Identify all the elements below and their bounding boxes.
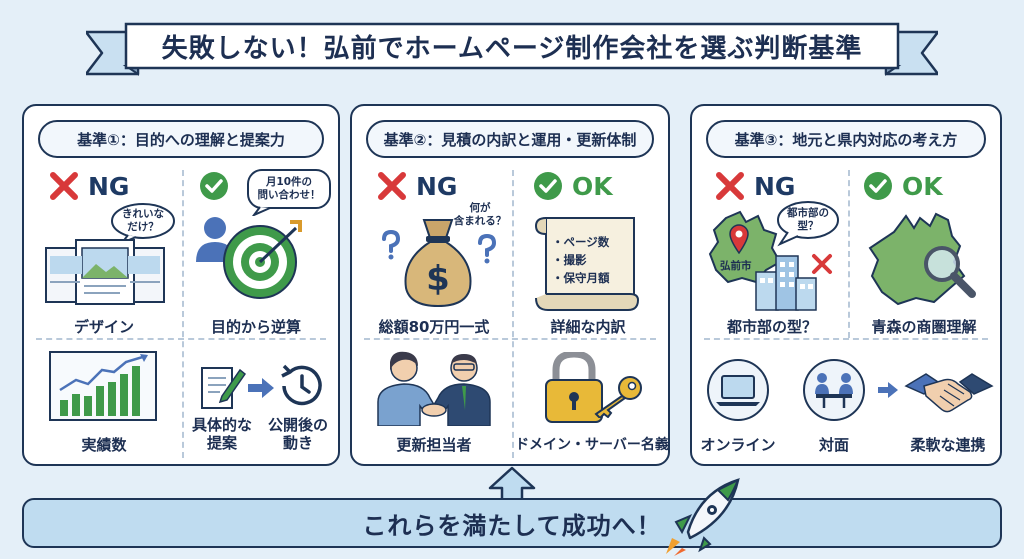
pencil-document-icon — [201, 367, 246, 409]
ng-label: NG — [416, 171, 458, 201]
ok-label: OK — [902, 171, 943, 201]
bottom-right-caption: 柔軟な連携 — [910, 436, 986, 454]
criterion-panel-3: 基準③：地元と県内対応の考え方 NG 弘前市 都市部の 型？ 都市部の型？ OK — [690, 104, 1002, 466]
panel-divider — [704, 338, 988, 340]
bottom-left-caption: オンライン — [700, 436, 776, 454]
check-circle-icon — [534, 172, 562, 200]
arrow-right-icon — [248, 378, 274, 398]
ng-bubble-text: きれいな だけ？ — [122, 208, 164, 233]
arrow-right-icon — [878, 382, 898, 398]
bottom-mid-caption: 具体的な 提案 — [191, 416, 252, 452]
x-mark-icon — [50, 172, 78, 200]
x-mark-icon — [716, 172, 744, 200]
criterion-panel-2: 基準②：見積の内訳と運用・更新体制 NG 何が 含まれる？ $ 総額80万円一式… — [350, 104, 670, 466]
ng-mark: NG — [376, 170, 457, 202]
meeting-table-icon — [803, 359, 865, 421]
scroll-icon — [534, 217, 640, 311]
key-icon — [594, 376, 642, 418]
ng-label: NG — [754, 171, 796, 201]
ng-bubble-text: 都市部の 型？ — [787, 207, 829, 232]
svg-text:$: $ — [426, 259, 450, 299]
page-title: 失敗しない！弘前でホームページ制作会社を選ぶ判断基準 — [161, 33, 863, 64]
aomori-map-icon — [708, 210, 782, 284]
up-arrow-icon — [488, 466, 536, 502]
bottom-right-caption: ドメイン・サーバー名義 — [515, 437, 669, 453]
ok-caption: 青森の商圏理解 — [871, 318, 977, 336]
banner-text: これらを満たして成功へ！ — [362, 511, 662, 540]
target-icon — [223, 220, 302, 299]
ng-mark: NG — [48, 170, 129, 202]
brochure-icon — [45, 239, 165, 305]
bottom-mid-caption: 対面 — [818, 436, 849, 454]
ng-label: NG — [88, 171, 130, 201]
money-bag-icon: $ — [404, 219, 472, 308]
criterion-1-header: 基準①：目的への理解と提案力 — [38, 120, 324, 158]
ok-mark: OK — [532, 170, 613, 202]
ok-mark — [198, 170, 230, 202]
x-mark-icon — [378, 172, 406, 200]
panel-divider — [848, 170, 850, 338]
ok-bubble-text: 月10件の 問い合わせ！ — [257, 176, 321, 201]
panel-divider — [512, 170, 514, 458]
ng-caption: 総額80万円一式 — [378, 318, 490, 336]
bottom-right-caption: 公開後の 動き — [267, 416, 328, 452]
question-mark-icon — [478, 234, 497, 264]
check-circle-icon — [864, 172, 892, 200]
criterion-2-header: 基準②：見積の内訳と運用・更新体制 — [366, 120, 654, 158]
ok-list-item: ・保守月額 — [552, 271, 610, 285]
bottom-left-caption: 実績数 — [81, 436, 127, 454]
building-icon — [755, 254, 832, 311]
aomori-map-icon — [868, 212, 976, 306]
ok-mark: OK — [862, 170, 943, 202]
ok-list-item: ・ページ数 — [552, 235, 610, 249]
ng-bubble-text: 何が 含まれる？ — [453, 202, 507, 227]
handshake-icon — [377, 351, 491, 426]
person-icon — [196, 217, 234, 262]
rocket-icon — [666, 477, 740, 556]
bar-chart-icon — [49, 351, 157, 421]
check-circle-icon — [200, 172, 228, 200]
success-banner: これらを満たして成功へ！ — [22, 498, 1002, 548]
ng-caption: デザイン — [73, 318, 134, 336]
question-mark-icon — [382, 230, 401, 260]
title-ribbon: 失敗しない！弘前でホームページ制作会社を選ぶ判断基準 — [86, 22, 938, 78]
speech-bubble-icon — [247, 169, 331, 216]
ok-list-item: ・撮影 — [552, 253, 587, 267]
panel-divider — [182, 170, 184, 458]
ok-caption: 目的から逆算 — [210, 318, 301, 336]
panel-divider — [36, 338, 326, 340]
bottom-left-caption: 更新担当者 — [396, 436, 472, 454]
ng-mark: NG — [714, 170, 795, 202]
handshake-icon — [904, 373, 994, 413]
ok-caption: 詳細な内訳 — [550, 318, 626, 336]
panel-divider — [364, 338, 656, 340]
criterion-panel-1: 基準①：目的への理解と提案力 NG きれいな だけ？ デザイン 月10件の 問い… — [22, 104, 340, 466]
criterion-3-header: 基準③：地元と県内対応の考え方 — [706, 120, 986, 158]
laptop-icon — [707, 359, 769, 421]
padlock-icon — [545, 352, 603, 423]
map-label: 弘前市 — [720, 260, 752, 272]
clock-history-icon — [281, 364, 322, 406]
map-pin-icon — [729, 224, 749, 254]
speech-bubble-icon — [777, 201, 839, 247]
ok-label: OK — [572, 171, 613, 201]
ng-caption: 都市部の型？ — [726, 318, 817, 336]
